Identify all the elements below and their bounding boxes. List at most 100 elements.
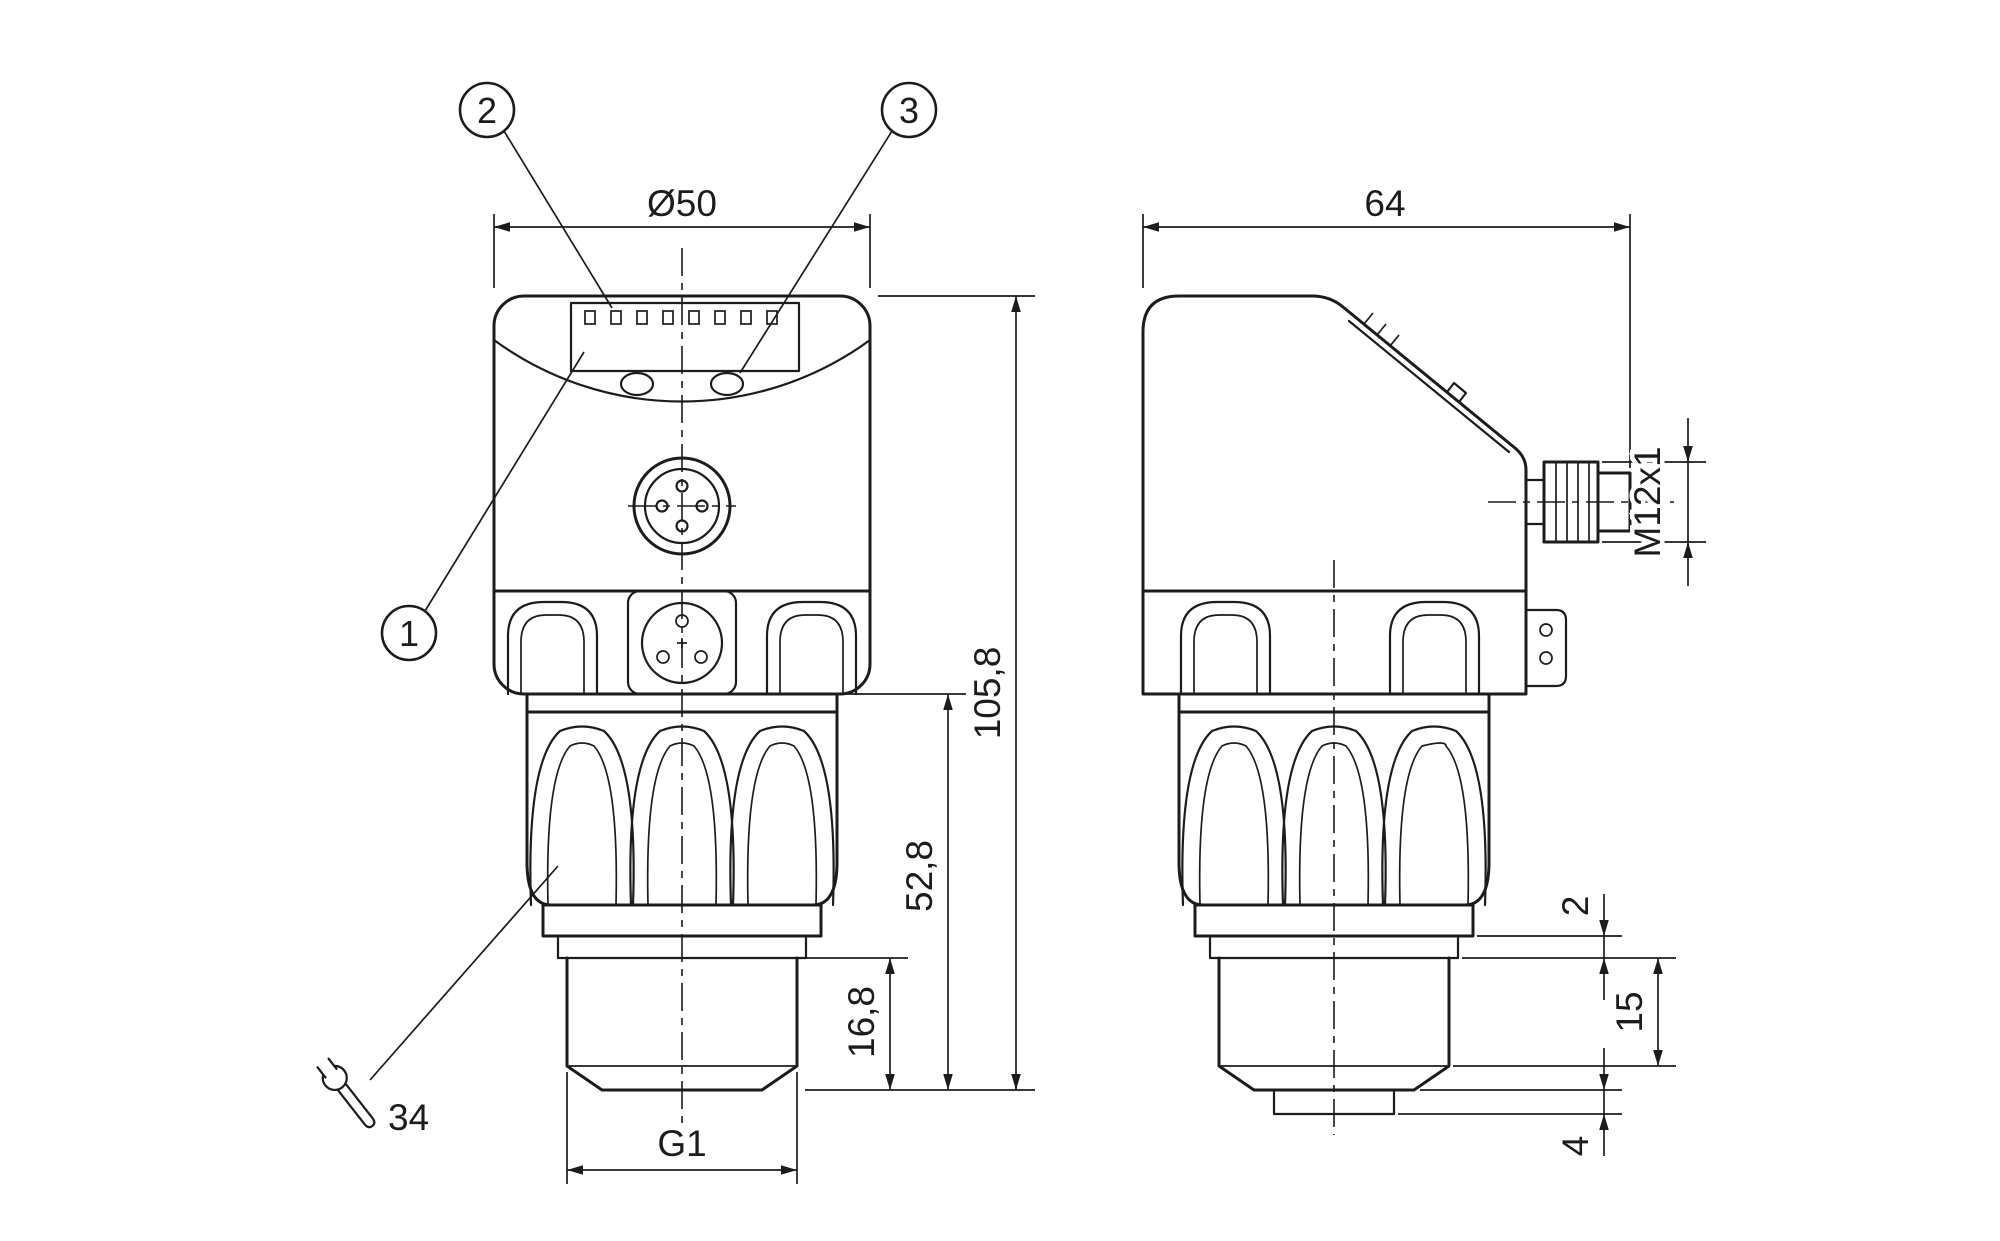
display-segment — [688, 310, 700, 325]
grip-tab-outline — [1179, 600, 1272, 696]
dim-thread-length: 16,8 — [801, 957, 908, 1090]
dim-thread-engagement: 15 — [1453, 958, 1676, 1067]
seal-lip-side — [1208, 934, 1460, 960]
display-dome-edge — [492, 338, 872, 403]
dim-housing-depth: 64 — [1142, 179, 1631, 468]
io-connector-pin — [675, 614, 689, 628]
callout-3: 3 — [739, 81, 938, 374]
wrench-handle — [336, 1082, 376, 1129]
dim-label-thread-length: 16,8 — [841, 986, 882, 1058]
dim-label-thread-engagement: 15 — [1609, 991, 1650, 1032]
io-connector-pin — [656, 650, 670, 664]
wrench-jaw-opening — [317, 1058, 337, 1078]
nut-lobe — [729, 725, 835, 907]
leader-line — [369, 865, 559, 1081]
io-connector-ring — [640, 601, 724, 685]
callout-label-3: 3 — [899, 90, 919, 131]
dim-label-head-diameter: Ø50 — [647, 183, 717, 224]
nut-lobe-inner — [1398, 742, 1470, 906]
dim-head-diameter: Ø50 — [493, 179, 871, 288]
nut-lobe-inner — [646, 742, 718, 906]
dim-lower-height: 52,8 — [845, 693, 966, 1090]
head-outline-side — [1141, 294, 1528, 696]
display-bezel-side — [1347, 319, 1511, 454]
pushbutton-side — [1445, 381, 1468, 404]
m12-connector-side — [1488, 460, 1674, 544]
display-segment — [766, 310, 778, 325]
display-segment — [584, 310, 596, 325]
mounting-tab-hole — [1539, 623, 1553, 637]
dim-label-total-height: 105,8 — [967, 647, 1008, 740]
dim-tip-height: 4 — [1398, 1048, 1622, 1161]
m12-connector-front — [628, 456, 736, 556]
grip-tab-outline — [1388, 600, 1481, 696]
leader-line — [739, 130, 893, 374]
callout-label-2: 2 — [477, 90, 497, 131]
nut-lobe — [1181, 725, 1287, 907]
pushbutton-left — [619, 371, 655, 397]
display-edge-mark — [1389, 334, 1400, 347]
nut-lobe-inner — [1198, 742, 1270, 906]
mounting-tab-side — [1524, 608, 1568, 688]
io-connector-body — [626, 589, 738, 696]
process-thread-side — [1217, 956, 1451, 1116]
thread-outline — [1217, 956, 1451, 1092]
pushbutton-right — [709, 371, 745, 397]
callout-circle — [458, 81, 516, 139]
grip-tab-outline — [506, 600, 599, 696]
neck-side — [1177, 692, 1491, 714]
leader-line — [503, 130, 613, 309]
dim-label-process-thread: G1 — [657, 1123, 706, 1164]
nut-lobe — [1281, 725, 1387, 907]
dim-label-lower-height: 52,8 — [899, 840, 940, 912]
nut-lobe — [629, 725, 735, 907]
leader-line — [424, 351, 585, 612]
thread-outline — [565, 956, 799, 1092]
grip-tab-outline — [765, 600, 858, 696]
grip-tab-right-side — [1388, 600, 1481, 696]
display-segment — [610, 310, 622, 325]
nut-lobe — [1381, 725, 1487, 907]
nut-lobe-inner — [1298, 742, 1370, 906]
dim-label-seal-lip: 2 — [1555, 896, 1596, 917]
dim-total-height: 105,8 — [805, 295, 1035, 1091]
wrench-jaw-tip — [316, 1066, 327, 1079]
grip-tab-inner — [1402, 614, 1467, 694]
nut-lobe — [529, 725, 635, 907]
grip-tab-left-side — [1179, 600, 1272, 696]
front-view — [492, 248, 872, 1135]
display-edge-marks — [1363, 312, 1400, 347]
wrench-size-label: 34 — [388, 1097, 429, 1138]
dim-label-tip-height: 4 — [1555, 1136, 1596, 1157]
dim-label-connector-thread: M12x1 — [1627, 446, 1668, 557]
connector-pin — [675, 519, 689, 533]
display-segment — [662, 310, 674, 325]
io-connector-front — [626, 589, 738, 696]
display-edge-mark — [1376, 323, 1387, 336]
display-segment — [714, 310, 726, 325]
callout-circle — [880, 81, 938, 139]
neck-front — [525, 692, 839, 714]
side-view — [1141, 294, 1674, 1135]
wrench-icon — [316, 1057, 376, 1129]
sensing-tip — [1272, 1088, 1396, 1116]
grip-tab-inner — [520, 614, 585, 694]
dim-connector-thread: M12x1 — [1602, 418, 1706, 586]
dim-label-housing-depth: 64 — [1364, 183, 1405, 224]
grip-tab-left-front — [506, 600, 599, 696]
callout-2: 2 — [458, 81, 613, 309]
wrench-jaw-tip — [327, 1057, 338, 1070]
process-thread-front — [565, 956, 799, 1092]
dim-seal-lip: 2 — [1462, 891, 1676, 1000]
display-segment — [636, 310, 648, 325]
mounting-tab-hole — [1539, 651, 1553, 665]
nut-lobe-inner — [546, 742, 618, 906]
mounting-tab-outline — [1524, 608, 1568, 688]
grip-tab-right-front — [765, 600, 858, 696]
display-edge-mark — [1363, 312, 1374, 325]
io-connector-pin — [694, 650, 708, 664]
display-window — [569, 301, 801, 373]
grip-tab-inner — [779, 614, 844, 694]
nut-lobe-inner — [746, 742, 818, 906]
